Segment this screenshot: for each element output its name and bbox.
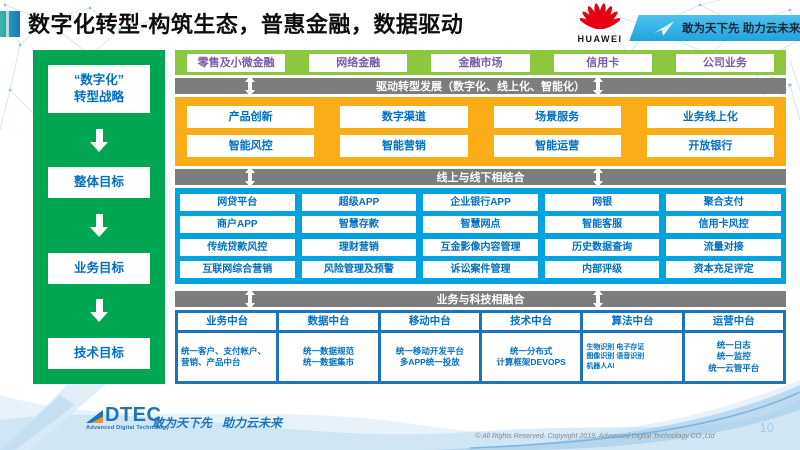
channel-item: 信用卡风控 xyxy=(666,216,781,234)
channel-row: 传统贷款风控 理财营销 互金影像内容管理 历史数据查询 流量对接 xyxy=(180,238,781,256)
channel-item: 资本充足评定 xyxy=(666,260,781,278)
channel-item: 智能客服 xyxy=(544,216,660,234)
business-line-item: 网络金融 xyxy=(309,53,408,72)
slogan-banner: 敢为天下先 助力云未来 xyxy=(640,15,800,41)
channel-item: 理财营销 xyxy=(301,238,417,256)
title-accent-bar xyxy=(0,11,20,37)
platform-column-mobile: 移动中台 统一移动开发平台 多APP统一投放 xyxy=(380,313,479,381)
up-down-arrow-icon xyxy=(245,167,255,187)
transformation-row: 产品创新 数字渠道 场景服务 业务线上化 xyxy=(187,106,774,128)
channel-row: 网贷平台 超级APP 企业银行APP 网银 聚合支付 xyxy=(180,194,781,211)
platform-detail: 生物识别 电子存证 图像识别 语音识别 机器人AI xyxy=(583,333,682,381)
strategy-item-technology-goal: 技术目标 xyxy=(48,338,150,369)
banner-tech-fusion-label: 业务与科技相融合 xyxy=(436,294,525,306)
platform-detail: 统一客户、支付帐户、营销、产品中台 xyxy=(178,333,277,381)
up-down-arrow-icon xyxy=(593,167,603,187)
platform-title: 运营中台 xyxy=(684,313,783,330)
channel-item: 商户APP xyxy=(180,216,295,234)
business-line-item: 公司业务 xyxy=(675,53,775,72)
transformation-item: 智能运营 xyxy=(493,135,621,157)
strategy-item-business-goal: 业务目标 xyxy=(48,252,150,284)
platform-title: 算法中台 xyxy=(583,313,682,330)
business-lines-row: 零售及小微金融 网络金融 金融市场 信用卡 公司业务 xyxy=(175,50,786,75)
banner-drive-label: 驱动转型发展（数字化、线上化、智能化） xyxy=(376,81,585,93)
transformation-section: 产品创新 数字渠道 场景服务 业务线上化 智能风控 智能营销 智能运营 开放银行 xyxy=(175,97,786,166)
channel-item: 智慧存款 xyxy=(301,216,417,234)
page-title: 数字化转型-构筑生态，普惠金融，数据驱动 xyxy=(28,12,464,37)
dtec-arrow-icon xyxy=(86,410,103,423)
channel-item: 流量对接 xyxy=(666,238,781,256)
channel-item: 诉讼案件管理 xyxy=(423,260,538,278)
down-arrow-icon xyxy=(90,213,108,237)
platform-column-business: 业务中台 统一客户、支付帐户、营销、产品中台 xyxy=(178,313,277,381)
platform-detail: 统一移动开发平台 多APP统一投放 xyxy=(380,333,479,381)
platform-detail: 统一数据规范 统一数据集市 xyxy=(279,333,378,381)
channel-item: 历史数据查询 xyxy=(544,238,660,256)
platform-title: 技术中台 xyxy=(481,313,581,330)
channel-item: 智慧网点 xyxy=(423,216,538,234)
architecture-matrix: 零售及小微金融 网络金融 金融市场 信用卡 公司业务 驱动转型发展（数字化、线上… xyxy=(175,50,786,384)
platform-title: 移动中台 xyxy=(380,313,479,330)
banner-drive-transformation: 驱动转型发展（数字化、线上化、智能化） xyxy=(175,76,786,96)
platform-column-technology: 技术中台 统一分布式 计算框架DEVOPS xyxy=(481,313,581,381)
platform-column-data: 数据中台 统一数据规范 统一数据集市 xyxy=(279,313,378,381)
channel-item: 内部评级 xyxy=(544,260,660,278)
channel-item: 风险管理及预警 xyxy=(301,260,417,278)
channel-item: 传统贷款风控 xyxy=(180,238,295,256)
channel-item: 互金影像内容管理 xyxy=(423,238,538,256)
channel-item: 企业银行APP xyxy=(423,194,538,211)
platform-column-algorithm: 算法中台 生物识别 电子存证 图像识别 语音识别 机器人AI xyxy=(583,313,682,381)
channel-item: 互联网综合营销 xyxy=(180,260,295,278)
channel-item: 超级APP xyxy=(301,194,417,211)
transformation-item: 开放银行 xyxy=(646,135,774,157)
transformation-item: 智能风控 xyxy=(187,135,315,157)
channel-item: 网银 xyxy=(544,194,660,211)
banner-online-offline-label: 线上与线下相结合 xyxy=(436,172,525,184)
banner-tech-fusion: 业务与科技相融合 xyxy=(175,289,786,309)
huawei-flower-icon xyxy=(579,3,621,30)
transformation-item: 场景服务 xyxy=(493,106,621,128)
channel-row: 互联网综合营销 风险管理及预警 诉讼案件管理 内部评级 资本充足评定 xyxy=(180,260,781,278)
business-line-item: 金融市场 xyxy=(431,53,530,72)
platform-title: 业务中台 xyxy=(178,313,277,330)
up-down-arrow-icon xyxy=(593,289,603,309)
paper-plane-icon xyxy=(654,20,674,36)
platform-detail: 统一日志 统一监控 统一云管平台 xyxy=(684,333,783,381)
up-down-arrow-icon xyxy=(245,289,255,309)
platform-detail: 统一分布式 计算框架DEVOPS xyxy=(481,333,581,381)
page-number: 10 xyxy=(759,420,774,435)
business-line-item: 信用卡 xyxy=(553,53,652,72)
transformation-item: 智能营销 xyxy=(340,135,468,157)
strategy-panel: “数字化” 转型战略 整体目标 业务目标 技术目标 xyxy=(33,50,165,384)
platform-title: 数据中台 xyxy=(279,313,378,330)
transformation-item: 产品创新 xyxy=(187,106,315,128)
footer-tagline: 敢为天下先 助力云未来 xyxy=(152,416,283,430)
banner-online-offline: 线上与线下相结合 xyxy=(175,167,786,187)
up-down-arrow-icon xyxy=(593,76,603,96)
copyright-text: © All Rights Reserved. Copyright 2019, A… xyxy=(475,433,715,440)
strategy-item-digital-strategy: “数字化” 转型战略 xyxy=(48,65,150,113)
platform-column-operations: 运营中台 统一日志 统一监控 统一云管平台 xyxy=(684,313,783,381)
channel-item: 网贷平台 xyxy=(180,194,295,211)
strategy-item-overall-goal: 整体目标 xyxy=(48,167,150,199)
business-line-item: 零售及小微金融 xyxy=(187,53,286,72)
transformation-item: 业务线上化 xyxy=(646,106,774,128)
channel-application-section: 网贷平台 超级APP 企业银行APP 网银 聚合支付 商户APP 智慧存款 智慧… xyxy=(175,188,786,284)
transformation-row: 智能风控 智能营销 智能运营 开放银行 xyxy=(187,135,774,157)
down-arrow-icon xyxy=(90,299,108,323)
up-down-arrow-icon xyxy=(245,76,255,96)
channel-item: 聚合支付 xyxy=(666,194,781,211)
huawei-logo: HUAWEI xyxy=(572,3,628,44)
slogan-text: 敢为天下先 助力云未来 xyxy=(682,23,800,35)
middle-platform-section: 业务中台 统一客户、支付帐户、营销、产品中台 数据中台 统一数据规范 统一数据集… xyxy=(175,310,786,384)
transformation-item: 数字渠道 xyxy=(340,106,468,128)
channel-row: 商户APP 智慧存款 智慧网点 智能客服 信用卡风控 xyxy=(180,216,781,234)
down-arrow-icon xyxy=(90,128,108,152)
huawei-wordmark: HUAWEI xyxy=(577,34,623,44)
